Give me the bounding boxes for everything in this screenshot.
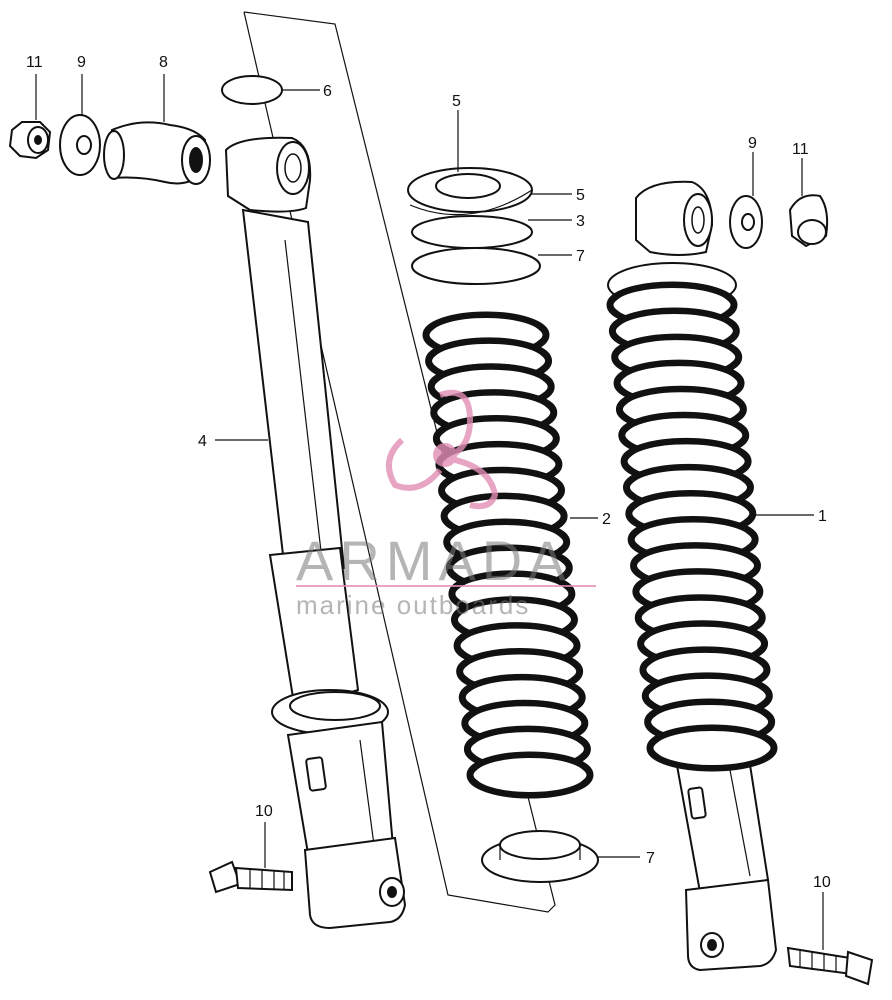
washer-left [59, 114, 101, 176]
callout-4: 4 [198, 433, 207, 450]
armada-logo-mark [385, 389, 499, 510]
spring-coil [646, 724, 778, 772]
mounting-bolt-left [208, 860, 293, 894]
leader-lines [35, 74, 824, 950]
mounting-bolt-right [786, 946, 874, 986]
spring-seat-lower [481, 830, 599, 883]
callout-10-left: 10 [255, 803, 273, 820]
spring-coil-highlight [475, 758, 585, 792]
callout-11-right: 11 [792, 141, 809, 158]
callout-3: 3 [576, 213, 585, 230]
shock-damper-unit [221, 75, 407, 930]
callout-5-right: 5 [576, 187, 585, 204]
circlip [221, 75, 283, 105]
rubber-bushing [103, 121, 211, 185]
spring-coil [466, 751, 594, 799]
callout-11-left: 11 [26, 54, 43, 71]
watermark-brand: ARMADA [296, 529, 572, 592]
exploded-group-frame [243, 11, 556, 913]
callout-10-right: 10 [813, 874, 831, 891]
callout-8: 8 [159, 54, 168, 71]
callout-2: 2 [602, 511, 611, 528]
suspension-spring-middle [422, 311, 594, 799]
spring-seat-upper [407, 167, 533, 216]
callout-9-right: 9 [748, 135, 757, 152]
callout-5-top: 5 [452, 93, 461, 110]
callout-7-bottom: 7 [646, 850, 655, 867]
callout-labels: 11 9 8 6 5 5 3 7 4 2 1 9 11 10 7 10 [26, 54, 831, 891]
callout-6: 6 [323, 83, 332, 100]
callout-9-left: 9 [77, 54, 86, 71]
armada-watermark: ARMADA marine outboards [296, 389, 596, 620]
spring-coil-highlight [655, 731, 769, 765]
cap-nut-left [8, 121, 52, 160]
callout-7-top: 7 [576, 248, 585, 265]
washer-right [729, 195, 763, 249]
callout-1: 1 [818, 508, 827, 525]
watermark-tagline: marine outboards [296, 590, 530, 620]
cap-nut-right [788, 194, 829, 248]
suspension-spring-right [606, 281, 778, 772]
spring-guide [411, 215, 541, 285]
